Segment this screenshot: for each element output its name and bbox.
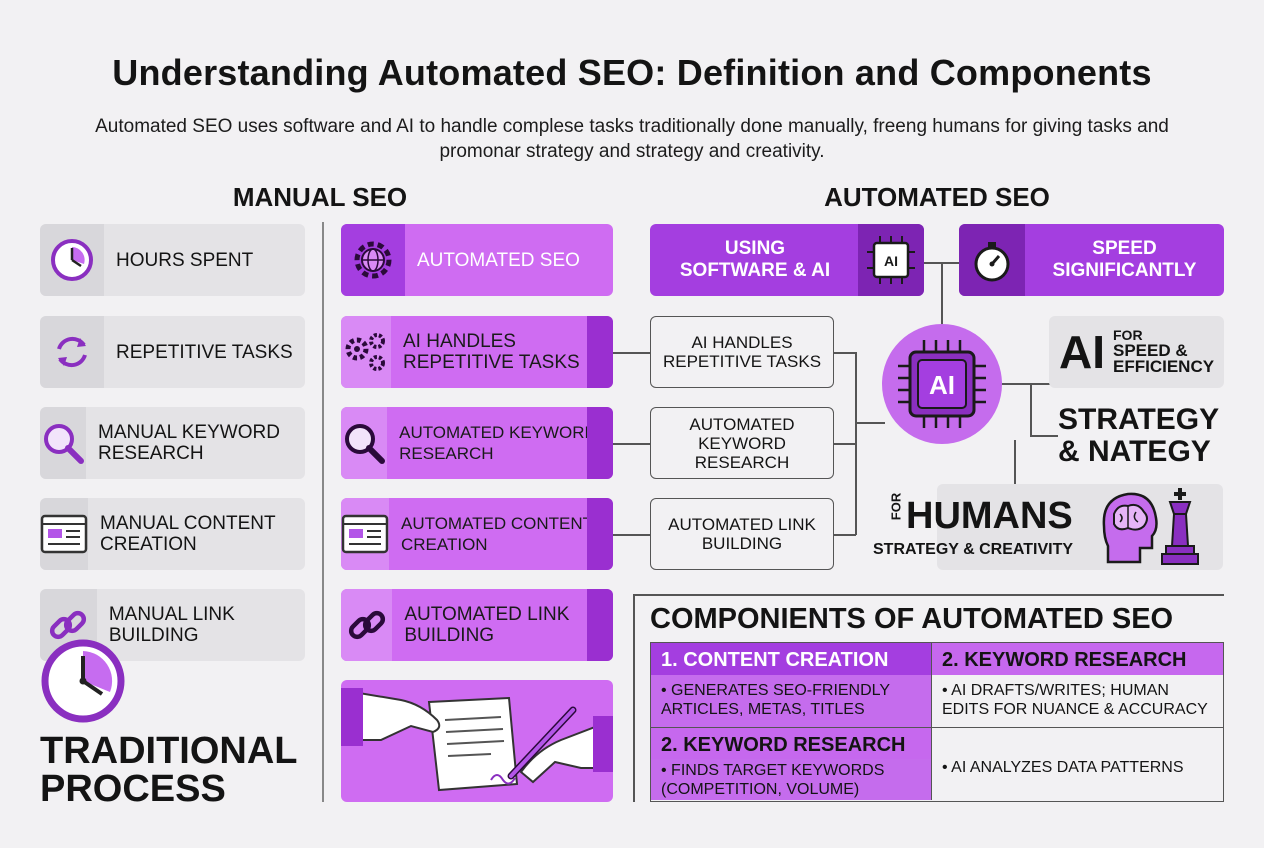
manual-item-label: MANUAL KEYWORD RESEARCH	[98, 422, 280, 464]
connector	[855, 422, 885, 424]
traditional-label: TRADITIONAL	[40, 730, 298, 772]
box-auto-keyword: AUTOMATED KEYWORD RESEARCH	[650, 407, 834, 479]
clock-icon	[40, 224, 104, 296]
accent-bar	[587, 589, 613, 661]
connector	[613, 534, 650, 536]
components-heading: COMPONIENTS OF AUTOMATED SEO	[650, 603, 1174, 635]
auto-item-label: AUTOMATED LINK BUILDING	[404, 604, 570, 646]
gear-globe-icon	[341, 224, 405, 296]
big-clock-icon	[40, 638, 126, 724]
connector	[941, 262, 943, 334]
manual-item-repetitive: REPETITIVE TASKS	[40, 316, 305, 388]
chip-label: AI	[884, 253, 898, 269]
strategy-line-1: STRATEGY	[1058, 403, 1220, 436]
components-table: 1. CONTENT CREATION 2. KEYWORD RESEARCH …	[650, 642, 1224, 802]
component-header-2: 2. KEYWORD RESEARCH	[931, 643, 1223, 675]
ai-hub: AI	[880, 322, 1004, 446]
manual-item-label: REPETITIVE TASKS	[116, 341, 293, 363]
connector	[1030, 435, 1058, 437]
brain-head-icon	[1094, 486, 1164, 568]
speed-header: SPEED SIGNIFICANTLY	[959, 224, 1224, 296]
chain-link-icon	[341, 589, 393, 661]
connector	[1014, 440, 1016, 484]
auto-item-label: AUTOMATED CONTENT CREATION	[401, 514, 593, 554]
refresh-icon	[40, 316, 104, 388]
ai-speed-big: AI	[1059, 326, 1105, 378]
auto-item-label: AUTOMATED SEO	[417, 249, 580, 271]
manual-item-label: MANUAL CONTENT CREATION	[100, 513, 276, 555]
gears-icon	[341, 316, 391, 388]
chess-king-icon	[1160, 486, 1200, 570]
connector	[834, 352, 856, 354]
hub-label: AI	[929, 370, 955, 400]
accent-bar	[587, 498, 613, 570]
manual-item-hours: HOURS SPENT	[40, 224, 305, 296]
components-frame-left	[633, 594, 635, 802]
auto-item-link: AUTOMATED LINK BUILDING	[341, 589, 613, 661]
ai-speed-speed: SPEED &	[1113, 341, 1188, 360]
component-header-3: 2. KEYWORD RESEARCH	[651, 727, 931, 759]
browser-window-icon	[40, 498, 88, 570]
manual-item-label: HOURS SPENT	[116, 249, 254, 271]
auto-item-content: AUTOMATED CONTENT CREATION	[341, 498, 613, 570]
using-line-1: USING	[724, 238, 786, 259]
accent-bar	[587, 316, 613, 388]
connector	[834, 534, 856, 536]
process-label: PROCESS	[40, 768, 226, 810]
speed-line-2: SIGNIFICANTLY	[1052, 260, 1197, 281]
accent-bar	[587, 407, 613, 479]
page-title: Understanding Automated SEO: Definition …	[112, 52, 1152, 93]
column-divider	[322, 222, 324, 802]
manual-item-keyword: MANUAL KEYWORD RESEARCH	[40, 407, 305, 479]
connector	[855, 352, 857, 535]
ai-speed-box: AI FOR SPEED & EFFICIENCY	[1049, 316, 1224, 388]
manual-item-link: MANUAL LINK BUILDING	[40, 589, 305, 661]
component-body-2: • AI DRAFTS/WRITES; HUMAN EDITS FOR NUAN…	[931, 675, 1223, 727]
humans-sub: STRATEGY & CREATIVITY	[873, 541, 1074, 558]
connector	[613, 443, 650, 445]
strategy-line-2: & NATEGY	[1058, 435, 1211, 468]
manual-seo-heading: MANUAL SEO	[232, 182, 408, 212]
connector	[613, 352, 650, 354]
humans-big: HUMANS	[906, 495, 1073, 537]
automated-seo-heading: AUTOMATED SEO	[824, 182, 1050, 212]
component-header-1: 1. CONTENT CREATION	[651, 643, 931, 675]
box-ai-repetitive: AI HANDLES REPETITIVE TASKS	[650, 316, 834, 388]
browser-window-icon	[341, 498, 389, 570]
document-hands-illustration	[341, 680, 613, 802]
chip-icon: AI	[858, 224, 924, 296]
auto-item-keyword: AUTOMATED KEYWORD RESEARCH	[341, 407, 613, 479]
box-auto-link: AUTOMATED LINK BUILDING	[650, 498, 834, 570]
ai-speed-for: FOR	[1113, 327, 1143, 343]
magnifier-icon	[40, 407, 86, 479]
stopwatch-icon	[959, 224, 1025, 296]
component-body-1: • GENERATES SEO-FRIENDLY ARTICLES, METAS…	[651, 675, 931, 727]
humans-for: FOR	[888, 492, 904, 521]
using-line-2: SOFTWARE & AI	[679, 260, 831, 281]
manual-item-content: MANUAL CONTENT CREATION	[40, 498, 305, 570]
connector	[834, 443, 856, 445]
auto-item-repetitive: AI HANDLES REPETITIVE TASKS	[341, 316, 613, 388]
speed-line-1: SPEED	[1092, 238, 1157, 259]
auto-item-label: AUTOMATED KEYWORD RESEARCH	[399, 423, 597, 463]
page-subtitle: Automated SEO uses software and AI to ha…	[95, 116, 1169, 162]
magnifier-icon	[341, 407, 388, 479]
component-body-4: • AI ANALYZES DATA PATTERNS	[931, 727, 1223, 800]
component-body-3: • FINDS TARGET KEYWORDS (COMPETITION, VO…	[651, 759, 931, 800]
manual-item-label: MANUAL LINK BUILDING	[108, 604, 235, 646]
connector	[1000, 383, 1050, 385]
components-frame-top	[633, 594, 1224, 596]
using-software-header: USING SOFTWARE & AI AI	[650, 224, 924, 296]
auto-item-seo: AUTOMATED SEO	[341, 224, 613, 296]
auto-item-label: AI HANDLES REPETITIVE TASKS	[403, 331, 580, 373]
ai-speed-efficiency: EFFICIENCY	[1113, 357, 1215, 376]
connector	[1030, 383, 1032, 435]
